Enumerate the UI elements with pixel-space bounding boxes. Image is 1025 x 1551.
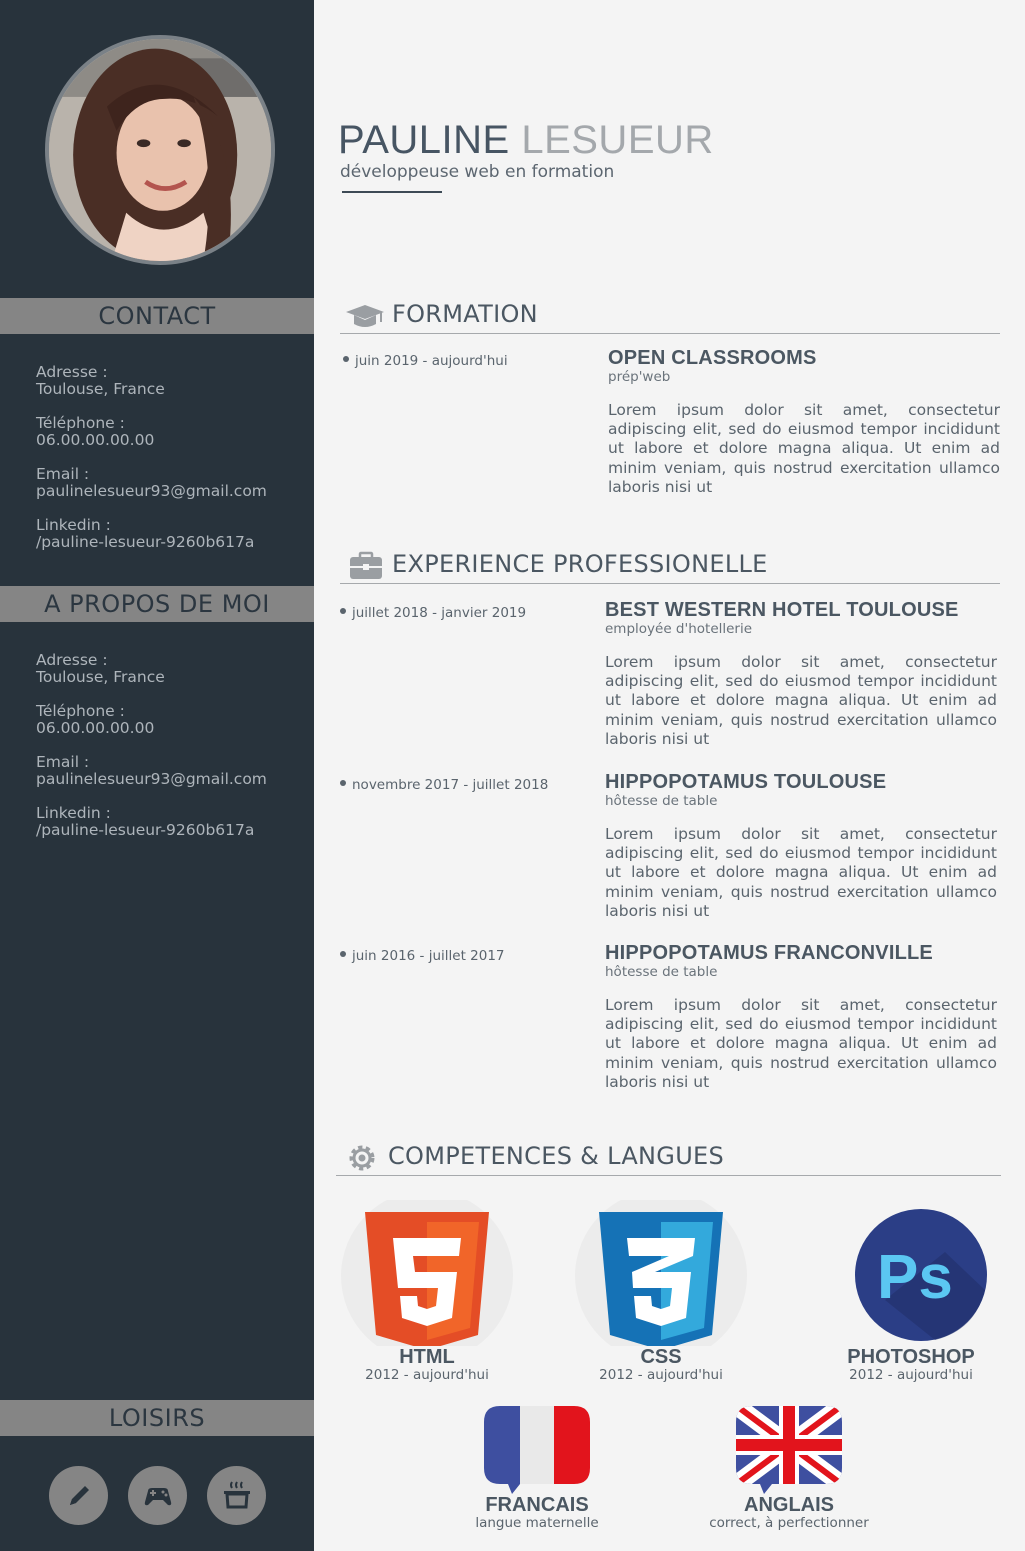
skill-css-date: 2012 - aujourd'hui [599,1367,723,1383]
formation-date: juin 2019 - aujourd'hui [343,353,508,369]
pencil-icon [69,1485,89,1505]
french-flag-bubble [484,1406,590,1494]
contact-phone-label: Téléphone : [36,414,125,432]
experience-role-3: hôtesse de table [605,964,718,980]
contact-heading: CONTACT [0,298,314,334]
hobbies-list [49,1466,266,1525]
full-name: PAULINE LESUEUR [338,118,714,163]
sidebar: CONTACT Adresse : Toulouse, France Télép… [0,0,314,1551]
html5-logo [341,1200,513,1346]
experience-company-2: HIPPOPOTAMUS TOULOUSE [605,771,887,793]
formation-description: Lorem ipsum dolor sit amet, consectetur … [608,401,1000,496]
contact-address-label: Adresse : [36,363,108,381]
about-heading: A PROPOS DE MOI [0,586,314,622]
about-address: Adresse : Toulouse, France [36,652,306,686]
language-english-level: correct, à perfectionner [709,1515,869,1531]
about-address-label: Adresse : [36,651,108,669]
formation-entry: OPEN CLASSROOMS prép'web Lorem ipsum dol… [608,347,1000,497]
cooking-pot-icon [223,1480,250,1508]
skill-photoshop-name: PHOTOSHOP [847,1346,975,1368]
skill-html-date: 2012 - aujourd'hui [365,1367,489,1383]
skills-title: COMPETENCES & LANGUES [388,1142,725,1170]
experience-description-2: Lorem ipsum dolor sit amet, consectetur … [605,825,997,920]
experience-date-3: juin 2016 - juillet 2017 [340,948,505,964]
language-french-level: langue maternelle [475,1515,599,1531]
title-underline [342,191,442,193]
experience-entry-1: BEST WESTERN HOTEL TOULOUSE employée d'h… [605,599,997,749]
skill-photoshop-date: 2012 - aujourd'hui [849,1367,973,1383]
skill-html: HTML 2012 - aujourd'hui [327,1200,527,1383]
job-subtitle: développeuse web en formation [340,162,615,182]
contact-heading-label: CONTACT [98,302,216,330]
experience-title: EXPERIENCE PROFESSIONELLE [392,550,768,578]
contact-email: Email : paulinelesueur93@gmail.com [36,466,306,500]
about-linkedin: Linkedin : /pauline-lesueur-9260b617a [36,805,306,839]
css3-logo [575,1200,747,1346]
contact-email-label: Email : [36,465,90,483]
briefcase-icon [350,551,382,579]
skill-css-name: CSS [640,1346,682,1368]
about-linkedin-value[interactable]: /pauline-lesueur-9260b617a [36,821,255,839]
first-name: PAULINE [338,118,510,162]
experience-description-3: Lorem ipsum dolor sit amet, consectetur … [605,996,997,1091]
about-email-label: Email : [36,753,90,771]
contact-address: Adresse : Toulouse, France [36,364,306,398]
hobby-drawing [49,1466,108,1525]
formation-heading: FORMATION [340,300,1000,334]
contact-linkedin-value[interactable]: /pauline-lesueur-9260b617a [36,533,255,551]
formation-title: FORMATION [392,300,538,328]
last-name: LESUEUR [521,118,714,162]
experience-heading: EXPERIENCE PROFESSIONELLE [340,550,1000,584]
experience-entry-3: HIPPOPOTAMUS FRANCONVILLE hôtesse de tab… [605,942,997,1092]
skill-css: CSS 2012 - aujourd'hui [561,1200,761,1383]
about-email: Email : paulinelesueur93@gmail.com [36,754,306,788]
contact-phone: Téléphone : 06.00.00.00.00 [36,415,306,449]
experience-company-1: BEST WESTERN HOTEL TOULOUSE [605,599,959,621]
experience-company-3: HIPPOPOTAMUS FRANCONVILLE [605,942,933,964]
formation-school: OPEN CLASSROOMS [608,347,817,369]
experience-description-1: Lorem ipsum dolor sit amet, consectetur … [605,653,997,748]
about-heading-label: A PROPOS DE MOI [44,590,270,618]
experience-entry-2: HIPPOPOTAMUS TOULOUSE hôtesse de table L… [605,771,997,921]
skill-photoshop: Ps PHOTOSHOP 2012 - aujourd'hui [811,1200,1011,1383]
about-email-value[interactable]: paulinelesueur93@gmail.com [36,770,267,788]
contact-phone-value: 06.00.00.00.00 [36,431,155,449]
contact-address-value: Toulouse, France [36,380,165,398]
photoshop-logo: Ps [855,1209,987,1341]
experience-date-2: novembre 2017 - juillet 2018 [340,777,548,793]
contact-list: Adresse : Toulouse, France Téléphone : 0… [36,364,306,568]
about-list: Adresse : Toulouse, France Téléphone : 0… [36,652,306,856]
language-french-name: FRANCAIS [485,1494,589,1516]
skills-heading: COMPETENCES & LANGUES [336,1142,1001,1176]
experience-date-1: juillet 2018 - janvier 2019 [340,605,526,621]
about-linkedin-label: Linkedin : [36,804,111,822]
gamepad-icon [144,1487,171,1505]
contact-linkedin-label: Linkedin : [36,516,111,534]
uk-flag-bubble [736,1406,842,1494]
experience-role-1: employée d'hotellerie [605,621,753,637]
avatar [49,39,271,261]
svg-text:Ps: Ps [877,1243,953,1312]
formation-role: prép'web [608,369,671,385]
hobby-cooking [207,1466,266,1525]
profile-photo [45,35,275,265]
hobbies-heading-label: LOISIRS [108,1404,206,1432]
skill-html-name: HTML [399,1346,455,1368]
experience-role-2: hôtesse de table [605,793,718,809]
graduation-cap-icon [346,305,384,327]
gear-icon [349,1145,375,1171]
contact-linkedin: Linkedin : /pauline-lesueur-9260b617a [36,517,306,551]
hobbies-heading: LOISIRS [0,1400,314,1436]
about-phone-label: Téléphone : [36,702,125,720]
about-address-value: Toulouse, France [36,668,165,686]
hobby-gaming [128,1466,187,1525]
contact-email-value[interactable]: paulinelesueur93@gmail.com [36,482,267,500]
language-english: ANGLAIS correct, à perfectionner [689,1404,889,1531]
about-phone: Téléphone : 06.00.00.00.00 [36,703,306,737]
language-english-name: ANGLAIS [744,1494,834,1516]
language-french: FRANCAIS langue maternelle [437,1404,637,1531]
about-phone-value: 06.00.00.00.00 [36,719,155,737]
